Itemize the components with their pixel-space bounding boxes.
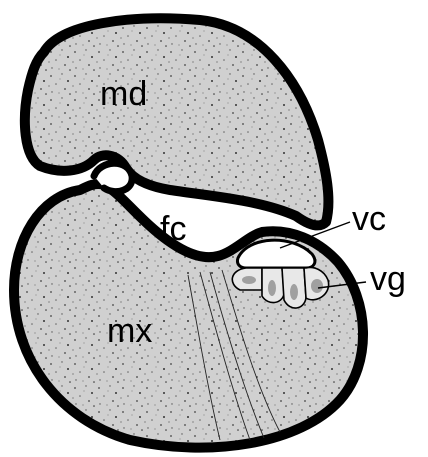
gland-nucleus (268, 280, 276, 296)
gland-nucleus (311, 279, 323, 293)
label-fc: fc (160, 210, 186, 248)
gland-nucleus (242, 276, 256, 284)
label-md: md (100, 75, 147, 113)
label-mx: mx (107, 312, 152, 350)
label-vc: vc (352, 200, 386, 238)
label-vg: vg (370, 260, 406, 298)
gland-nucleus (290, 284, 298, 300)
